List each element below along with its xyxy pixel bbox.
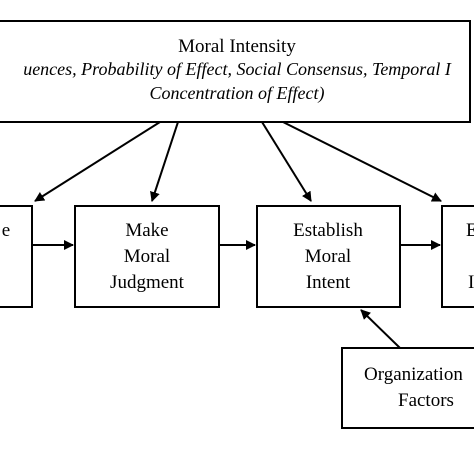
right-partial-line1: E: [466, 220, 474, 241]
moral-intensity-factors-line2: Concentration of Effect): [150, 83, 325, 104]
organization-factors-box: [341, 347, 474, 429]
left-partial-box: [0, 205, 33, 308]
arrow-intensity-to-right: [282, 121, 442, 202]
right-partial-line2: I: [468, 272, 474, 293]
right-partial-box: [441, 205, 474, 308]
moral-intensity-factors-line1: uences, Probability of Effect, Social Co…: [23, 59, 452, 79]
moral-intensity-title: Moral Intensity: [178, 36, 296, 57]
arrow-org-to-intent: [360, 309, 401, 349]
make-judgment-line2: Moral: [124, 246, 170, 267]
moral-intensity-box: [0, 20, 471, 123]
establish-intent-line3: Intent: [306, 272, 351, 293]
org-factors-line1: Organization: [364, 364, 463, 385]
arrow-intensity-to-intent: [261, 121, 312, 202]
org-factors-line2: Factors: [398, 390, 454, 411]
establish-intent-line2: Moral: [305, 246, 351, 267]
make-judgment-line1: Make: [125, 220, 168, 241]
left-partial-text: e: [2, 220, 10, 241]
establish-moral-intent-box: [256, 205, 401, 308]
arrow-intensity-to-judgment: [150, 121, 179, 202]
establish-intent-line1: Establish: [293, 220, 363, 241]
arrow-intensity-to-left: [34, 121, 161, 202]
make-moral-judgment-box: [74, 205, 220, 308]
make-judgment-line3: Judgment: [110, 272, 185, 293]
